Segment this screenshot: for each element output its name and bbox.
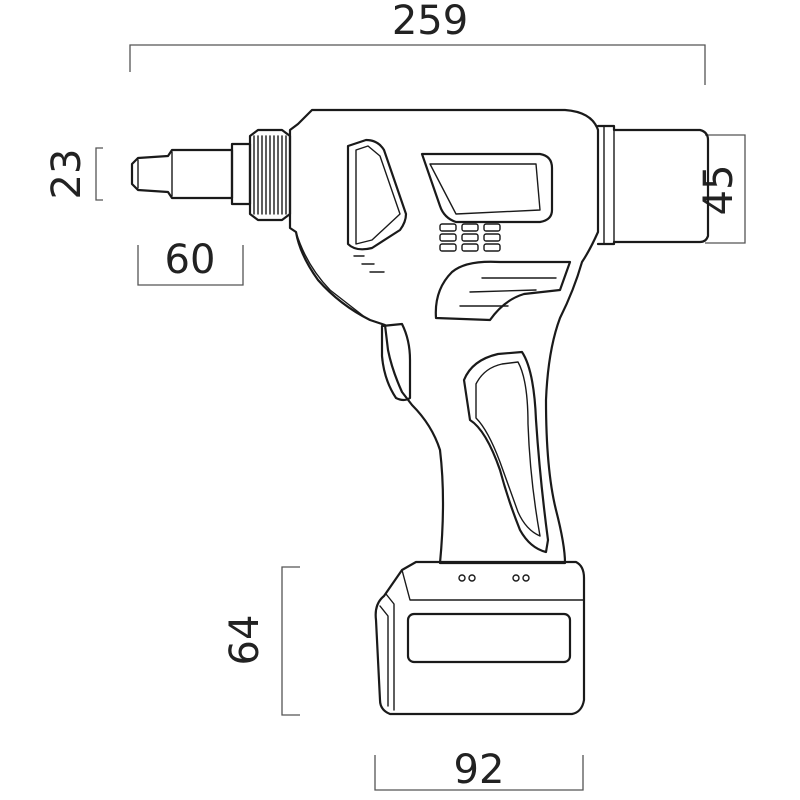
dimension-battery-height: 64: [222, 566, 300, 716]
dimension-battery-width: 92: [374, 747, 584, 793]
battery-width-label: 92: [454, 747, 505, 793]
nose-length-label: 60: [165, 237, 216, 283]
battery-label-panel: [406, 612, 572, 664]
main-housing: [288, 108, 600, 565]
motor-diameter-label: 45: [696, 165, 742, 216]
rivet-tool-outline: [130, 108, 710, 716]
battery-pack: [374, 560, 586, 716]
dimension-nose-diameter: 23: [44, 147, 103, 201]
side-window: [346, 138, 408, 251]
dimension-nose-length: 60: [137, 237, 244, 286]
dimension-motor-diameter: 45: [696, 134, 746, 244]
grip-insert: [462, 350, 550, 554]
nose-collar: [230, 142, 252, 206]
nose-diameter-label: 23: [44, 149, 90, 200]
motor-cap: [596, 124, 710, 246]
display-window: [420, 152, 554, 224]
battery-height-label: 64: [222, 615, 268, 666]
overall-length-label: 259: [392, 0, 468, 44]
grip-upper: [434, 260, 572, 322]
vent-grid: [439, 223, 501, 252]
dimension-overall-length: 259: [129, 0, 706, 85]
trigger: [380, 322, 412, 402]
knurled-ring: [248, 128, 292, 222]
nose-tip: [130, 148, 234, 200]
